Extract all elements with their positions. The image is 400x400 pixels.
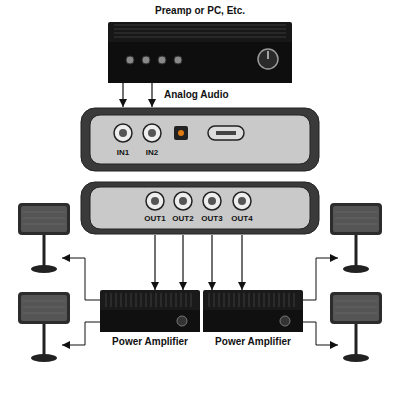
interface-panel: IN1IN2: [80, 107, 320, 172]
preamp-outline: [108, 22, 292, 83]
signal-arrow: [122, 83, 123, 107]
speaker-wire: [62, 258, 338, 345]
speaker-symbol: [330, 203, 382, 273]
interface-panel: OUT1OUT2OUT3 OUT4: [80, 181, 320, 235]
speaker-symbol: [330, 292, 382, 362]
signal-arrow: [182, 235, 183, 290]
signal-arrow: [211, 235, 212, 290]
port-label-row: IN1IN2: [80, 147, 165, 158]
port-label: OUT2: [170, 213, 196, 224]
signal-arrow: [151, 83, 152, 107]
preamp-unit: Preamp or PC, Etc.: [108, 4, 292, 83]
port-label: IN1: [110, 147, 136, 158]
device-label: Power Amplifier: [203, 335, 303, 349]
power-amplifier: Power Amplifier: [100, 290, 200, 352]
speaker-symbol: [18, 292, 70, 362]
port-label-row: OUT1OUT2OUT3 OUT4: [80, 213, 255, 224]
port-label: OUT4: [229, 213, 255, 224]
signal-label: Analog Audio: [163, 88, 230, 101]
amp-outline: [203, 290, 303, 332]
panelIn-outline: [80, 107, 320, 172]
signal-arrow: [154, 235, 155, 290]
amp-outline: [100, 290, 200, 332]
port-label: OUT1: [142, 213, 168, 224]
panelOut-outline: [80, 181, 320, 235]
device-heading: Preamp or PC, Etc.: [108, 4, 292, 18]
port-label: OUT3: [199, 213, 225, 224]
signal-arrow: [241, 235, 242, 290]
port-label: IN2: [139, 147, 165, 158]
power-amplifier: Power Amplifier: [203, 290, 303, 352]
device-label: Power Amplifier: [100, 335, 200, 349]
speaker-symbol: [18, 203, 70, 273]
